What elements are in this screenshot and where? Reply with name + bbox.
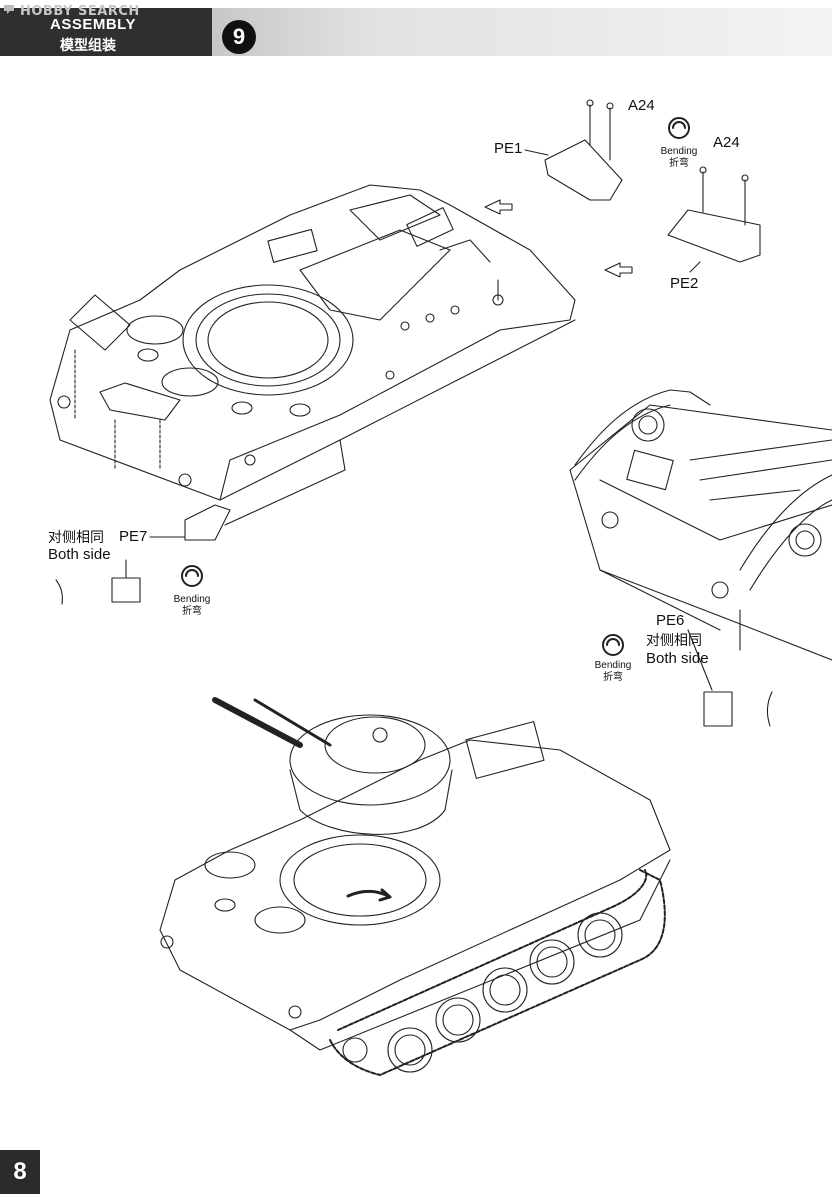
watermark: HOBBY SEARCH [20,4,140,19]
upper-hull-drawing [49,184,633,541]
bending-text: Bending [173,594,211,605]
both-side-note-cn-right: 对侧相同 [646,633,702,649]
assembly-title-cn: 模型组装 [60,38,116,54]
rear-hull-drawing [569,389,832,727]
part-label-pe2: PE2 [670,275,699,292]
pe1-panel [524,99,623,201]
watermark-icon [4,5,14,14]
bending-text-cn: 折弯 [182,606,202,617]
bending-label-right: Bending 折弯 [583,660,643,684]
assembly-title: ASSEMBLY [50,16,136,33]
both-side-note-cn-left: 对侧相同 [48,530,104,546]
pe2-panel [667,166,761,273]
bending-text: Bending [594,660,632,671]
bending-text: Bending [660,146,698,157]
both-side-note-left: Both side [48,546,111,563]
bending-label-top: Bending 折弯 [649,146,709,170]
part-label-a24-right: A24 [713,134,740,151]
part-label-pe7: PE7 [119,528,148,545]
bending-icons [181,117,690,656]
part-label-a24-top: A24 [628,97,655,114]
part-label-pe1: PE1 [494,140,523,157]
bending-text-cn: 折弯 [603,672,623,683]
page-number: 8 [0,1150,40,1194]
step-number-badge: 9 [222,20,256,54]
assembled-vehicle-drawing [159,697,671,1076]
bending-text-cn: 折弯 [669,158,689,169]
part-label-pe6: PE6 [656,612,685,629]
pe7-parts [55,536,186,605]
both-side-note-right: Both side [646,650,709,667]
bending-label-left: Bending 折弯 [162,594,222,618]
assembly-tab [0,8,212,56]
